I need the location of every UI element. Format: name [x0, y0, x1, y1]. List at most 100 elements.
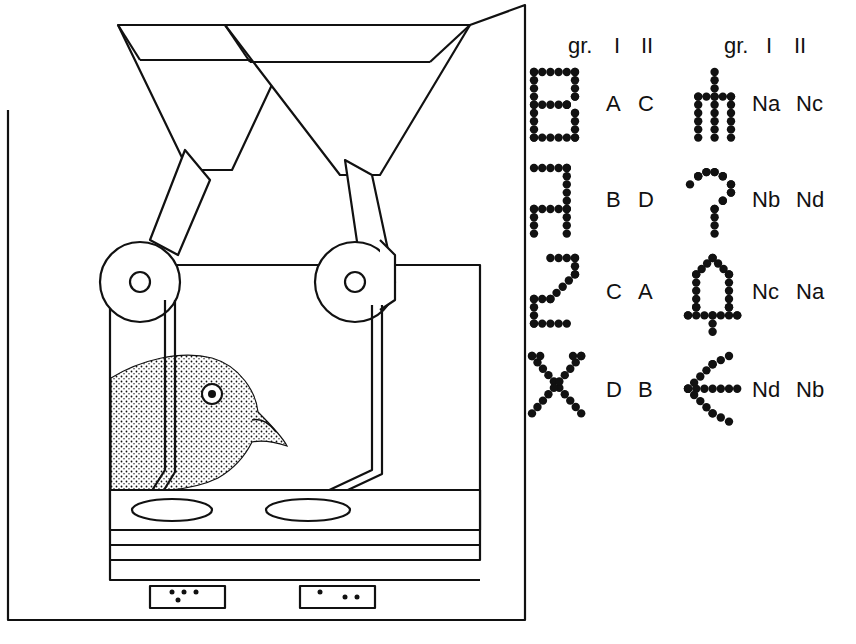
pattern-dot — [708, 360, 716, 368]
pattern-dot — [733, 311, 741, 319]
pattern-dot — [530, 117, 538, 125]
group-label: Nb — [796, 378, 824, 402]
pattern-dot — [546, 254, 554, 262]
pattern-dot — [530, 76, 538, 84]
pattern-dot — [563, 197, 571, 205]
pattern-dot — [546, 319, 554, 327]
group-label: B — [606, 188, 621, 212]
pattern-dot — [696, 372, 704, 380]
pattern-dot — [571, 254, 579, 262]
pattern-dot — [694, 92, 702, 100]
group-label: Nc — [796, 92, 823, 116]
pattern-dot — [571, 84, 579, 92]
pattern-dot — [694, 133, 702, 141]
pattern-dot — [555, 377, 563, 385]
pigeon-head — [111, 355, 287, 492]
pattern-dot — [530, 205, 538, 213]
pattern-dot — [538, 295, 546, 303]
pattern-dot — [710, 168, 718, 176]
group-label: A — [638, 280, 653, 304]
feeder-tube — [146, 300, 175, 503]
pattern-dot — [571, 270, 579, 278]
pattern-dot — [561, 390, 569, 398]
pattern-dot — [546, 68, 554, 76]
pattern-dot — [710, 92, 718, 100]
pattern-dot — [554, 205, 562, 213]
pattern-dot — [571, 254, 579, 262]
pattern-dot — [563, 164, 571, 172]
pattern-dot — [727, 180, 735, 188]
pattern-dot — [571, 76, 579, 84]
pattern-dot — [571, 109, 579, 117]
pattern-dot — [571, 133, 579, 141]
pattern-dot — [710, 205, 718, 213]
pattern-dot — [563, 213, 571, 221]
pattern-dot — [577, 409, 585, 417]
pattern-dot — [546, 295, 554, 303]
pattern-dot — [719, 197, 727, 205]
pattern-dot — [563, 254, 571, 262]
hopper-arm — [150, 150, 210, 255]
group-label: D — [606, 378, 622, 402]
pattern-dot — [546, 205, 554, 213]
pattern-dot — [725, 287, 733, 295]
pattern-dot — [710, 68, 718, 76]
pattern-dot — [530, 295, 538, 303]
pigeon-eye — [202, 384, 222, 404]
pattern-dot — [684, 385, 692, 393]
pattern-dot — [692, 303, 700, 311]
pattern-dot — [719, 172, 727, 180]
pattern-dot — [727, 117, 735, 125]
pattern-dot — [725, 270, 733, 278]
pattern-dot — [563, 319, 571, 327]
pattern-dot — [719, 172, 727, 180]
pattern-dot — [566, 396, 574, 404]
pattern-dot — [708, 328, 716, 336]
pattern-dot — [577, 352, 585, 360]
pattern-dot — [717, 385, 725, 393]
pattern-dot — [552, 289, 560, 297]
window — [110, 265, 480, 545]
pattern-dot — [710, 84, 718, 92]
pattern-dot — [571, 117, 579, 125]
pattern-dot — [544, 371, 552, 379]
pattern-dot — [692, 287, 700, 295]
pattern-dot — [546, 164, 554, 172]
pattern-dot — [727, 188, 735, 196]
pattern-dot — [725, 417, 733, 425]
pattern-dot — [694, 109, 702, 117]
pattern-dot — [566, 365, 574, 373]
pattern-dot — [530, 319, 538, 327]
pattern-dot — [571, 68, 579, 76]
stimulus-card — [300, 586, 375, 608]
pattern-dot — [530, 68, 538, 76]
pattern-dot — [708, 360, 716, 368]
group-label: C — [606, 280, 622, 304]
pattern-dot — [546, 295, 554, 303]
pattern-dot — [694, 125, 702, 133]
food-cup — [266, 499, 350, 521]
group-label: Nb — [752, 188, 780, 212]
pattern-dot — [563, 164, 571, 172]
pattern-dot — [727, 180, 735, 188]
pattern-dot — [554, 133, 562, 141]
pattern-dot — [710, 76, 718, 84]
feeder-tube — [308, 305, 382, 504]
pattern-dot — [692, 270, 700, 278]
pattern-dot — [725, 385, 733, 393]
pattern-dot — [563, 180, 571, 188]
pattern-dot — [708, 385, 716, 393]
pattern-dot — [727, 92, 735, 100]
pattern-dot — [530, 68, 538, 76]
pattern-dot — [563, 221, 571, 229]
pattern-dot — [700, 385, 708, 393]
pattern-dot — [702, 168, 710, 176]
pattern-dot — [710, 229, 718, 237]
dot-patterns — [528, 68, 742, 426]
pattern-dot — [563, 172, 571, 180]
pattern-dot — [528, 352, 536, 360]
pattern-dot — [690, 391, 698, 399]
pattern-dot — [702, 92, 710, 100]
column-header: I — [614, 34, 620, 58]
